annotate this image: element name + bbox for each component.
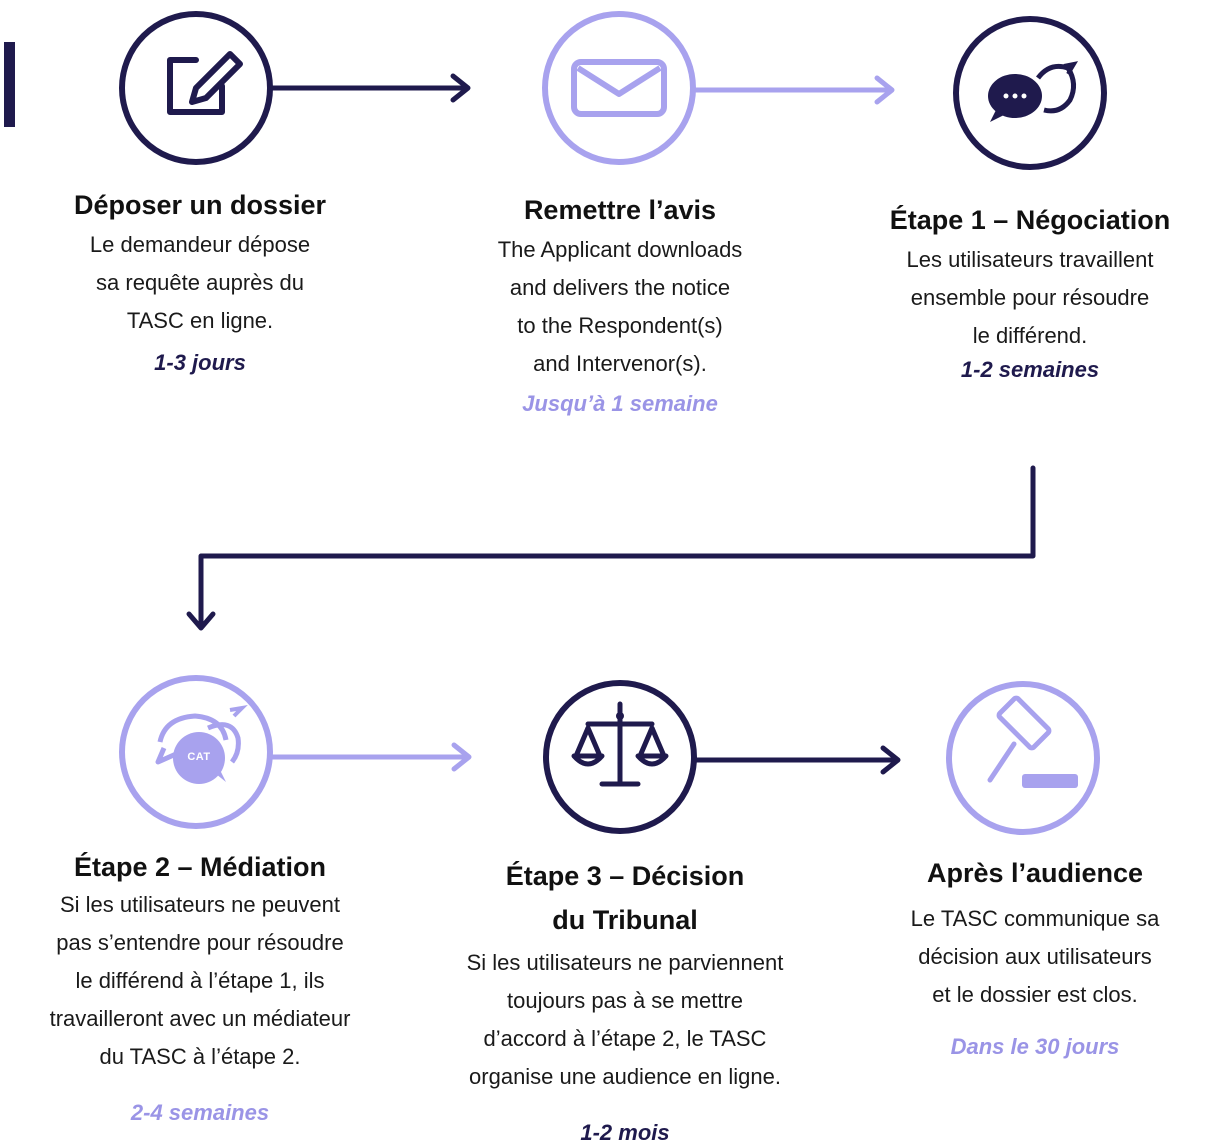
gavel-icon bbox=[946, 681, 1100, 835]
step-title: Étape 3 – Décision bbox=[505, 861, 745, 891]
step-desc-line: travailleront avec un médiateur bbox=[49, 1006, 351, 1031]
step-desc-line: sa requête auprès du bbox=[96, 270, 304, 295]
step-desc-line: Si les utilisateurs ne parviennent bbox=[466, 950, 784, 975]
step-file-claim: Déposer un dossier Le demandeur dépose s… bbox=[20, 188, 380, 378]
step-desc-line: et le dossier est clos. bbox=[932, 982, 1138, 1007]
step-desc-line: Si les utilisateurs ne peuvent bbox=[59, 892, 341, 917]
step-desc-line: Le demandeur dépose bbox=[89, 232, 311, 257]
arrow-1-to-2 bbox=[269, 73, 471, 103]
step-duration: 2-4 semaines bbox=[130, 1100, 270, 1125]
step-title: Étape 1 – Négociation bbox=[889, 205, 1171, 235]
scales-icon bbox=[543, 680, 697, 834]
step-desc-line: pas s’entendre pour résoudre bbox=[56, 930, 344, 955]
edit-icon bbox=[119, 11, 273, 165]
step-desc-line: and delivers the notice bbox=[509, 275, 731, 300]
step-duration: 1-2 semaines bbox=[960, 357, 1100, 382]
envelope-icon bbox=[542, 11, 696, 165]
step-desc-line: le différend. bbox=[972, 323, 1088, 348]
arrow-row-wrap bbox=[186, 465, 1036, 631]
step-duration: Dans le 30 jours bbox=[950, 1034, 1120, 1059]
step-duration: 1-3 jours bbox=[154, 350, 246, 375]
step-desc-line: Les utilisateurs travaillent bbox=[906, 247, 1154, 272]
step-after-hearing: Après l’audience Le TASC communique sa d… bbox=[850, 856, 1210, 1062]
accent-bar bbox=[4, 42, 15, 127]
step-desc-line: to the Respondent(s) bbox=[517, 313, 723, 338]
step-title: du Tribunal bbox=[552, 905, 698, 935]
arrow-5-to-6 bbox=[690, 745, 901, 775]
arrow-4-to-5 bbox=[267, 742, 472, 772]
chat-bubbles-icon bbox=[953, 16, 1107, 170]
step-title: Déposer un dossier bbox=[73, 190, 327, 220]
step-desc-line: décision aux utilisateurs bbox=[918, 944, 1152, 969]
step-duration: 1-2 mois bbox=[580, 1120, 670, 1145]
step-mediation: Étape 2 – Médiation Si les utilisateurs … bbox=[0, 850, 400, 1128]
step-negotiation: Étape 1 – Négociation Les utilisateurs t… bbox=[845, 203, 1210, 385]
arrow-2-to-3 bbox=[689, 75, 895, 105]
step-title: Remettre l’avis bbox=[523, 195, 717, 225]
step-desc-line: Le TASC communique sa bbox=[910, 906, 1160, 931]
step-desc-line: and Intervenor(s). bbox=[533, 351, 707, 376]
step-desc-line: toujours pas à se mettre bbox=[506, 988, 743, 1013]
mediator-badge-label: CAT bbox=[187, 751, 211, 763]
step-desc-line: du TASC à l’étape 2. bbox=[99, 1044, 301, 1069]
step-desc-line: organise une audience en ligne. bbox=[469, 1064, 781, 1089]
step-deliver-notice: Remettre l’avis The Applicant downloads … bbox=[440, 193, 800, 419]
step-tribunal-decision: Étape 3 – Décision du Tribunal Si les ut… bbox=[420, 854, 830, 1148]
step-duration: Jusqu’à 1 semaine bbox=[522, 391, 718, 416]
step-title: Étape 2 – Médiation bbox=[73, 852, 327, 882]
step-title: Après l’audience bbox=[926, 858, 1144, 888]
step-desc-line: The Applicant downloads bbox=[497, 237, 743, 262]
step-desc-line: ensemble pour résoudre bbox=[910, 285, 1150, 310]
step-desc-line: d’accord à l’étape 2, le TASC bbox=[483, 1026, 767, 1051]
mediator-chat-icon bbox=[119, 675, 273, 829]
step-desc-line: le différend à l’étape 1, ils bbox=[75, 968, 325, 993]
step-desc-line: TASC en ligne. bbox=[126, 308, 274, 333]
